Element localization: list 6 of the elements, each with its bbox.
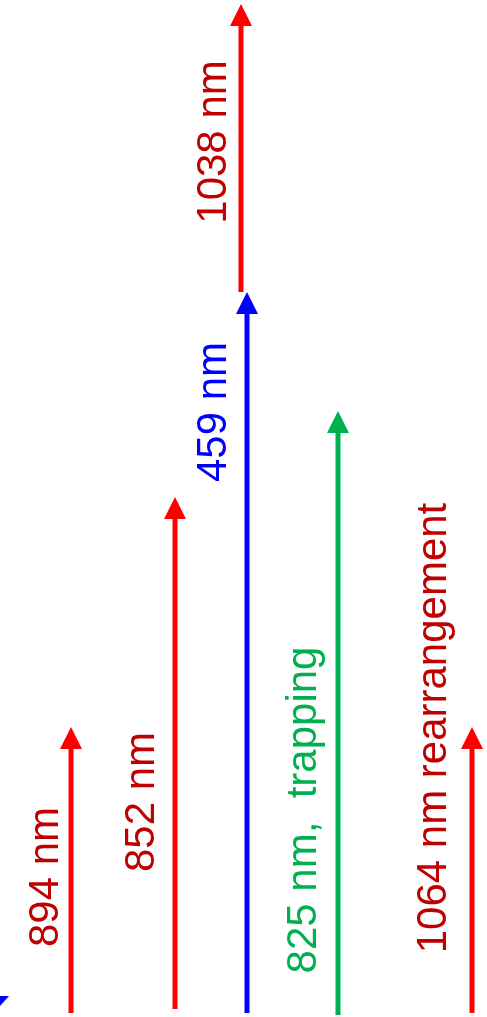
- wavelength-label: 1064 nm rearrangement: [411, 502, 453, 954]
- wavelength-label: 1038 nm: [191, 60, 233, 224]
- wavelength-label: 894 nm: [23, 806, 65, 948]
- wavelength-label: 459 nm: [191, 341, 233, 483]
- wavelength-label: 852 nm: [119, 731, 161, 873]
- wavelength-label: 825 nm, trapping: [281, 646, 323, 974]
